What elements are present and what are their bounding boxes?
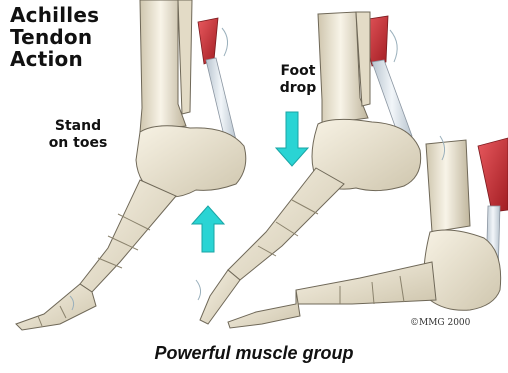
metatarsal-bones [228,168,344,280]
calf-muscle [198,18,218,64]
copyright-notice: ©MMG 2000 [410,318,470,328]
figure-caption: Powerful muscle group [0,343,508,364]
metatarsal-bones [80,180,176,292]
arrow-down-icon [276,112,308,166]
metatarsal-bones [296,262,436,304]
toe-bones [228,290,300,328]
calf-muscle [478,138,508,212]
foot-drop-label: Foot drop [268,63,328,97]
arrow-up-icon [192,206,224,252]
toe-bones [200,270,240,324]
toe-bones [16,284,96,330]
achilles-diagram: Achilles Tendon Action Stand on toes Foo… [0,0,508,340]
stand-on-toes-label: Stand on toes [36,118,120,152]
tibia-bone [426,140,470,232]
diagram-title: Achilles Tendon Action [10,4,99,70]
